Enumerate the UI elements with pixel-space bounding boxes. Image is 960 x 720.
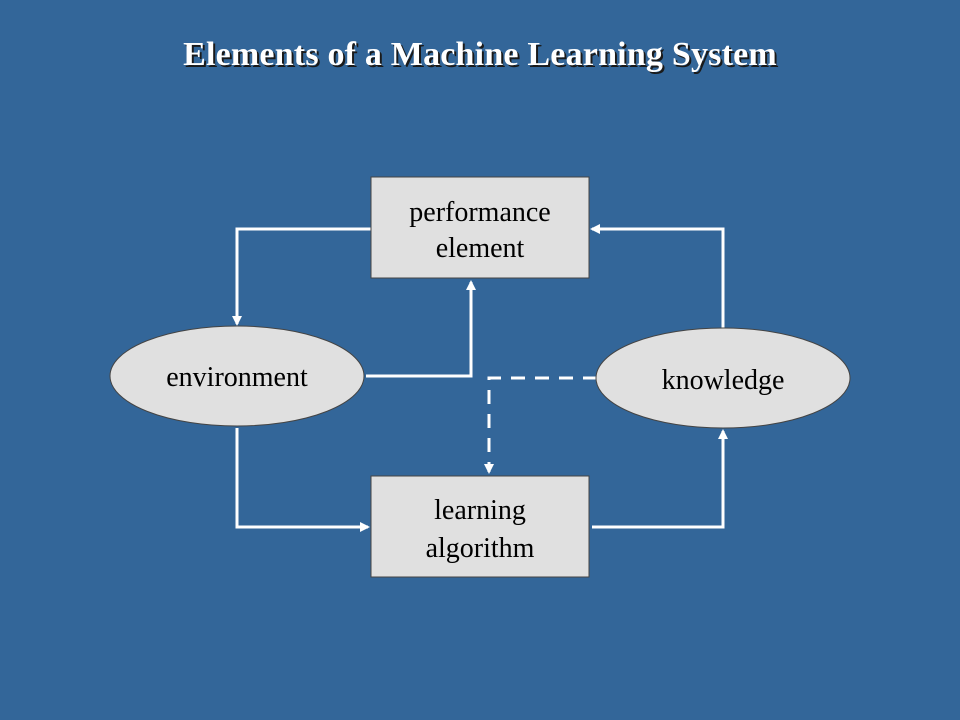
edge-learning-to-knowledge <box>592 429 728 529</box>
edge-environment-to-learning <box>235 428 370 532</box>
edge-knowledge-to-learning-dashed <box>484 376 597 474</box>
knowledge-node: knowledge <box>595 327 851 429</box>
learning-algorithm-label-line1: learning <box>434 495 526 526</box>
slide-title: Elements of a Machine Learning System <box>183 36 777 73</box>
knowledge-label: knowledge <box>662 365 785 396</box>
learning-algorithm-label-line2: algorithm <box>426 533 535 564</box>
edge-environment-to-performance <box>366 280 476 378</box>
edge-performance-to-environment <box>232 227 371 326</box>
performance-element-label-line1: performance <box>409 197 550 228</box>
performance-element-node: performance element <box>370 176 590 279</box>
environment-node: environment <box>109 325 365 427</box>
learning-algorithm-node: learning algorithm <box>370 475 590 578</box>
performance-element-label-line2: element <box>436 233 525 264</box>
edge-knowledge-to-performance <box>590 224 725 328</box>
environment-label: environment <box>166 362 308 393</box>
